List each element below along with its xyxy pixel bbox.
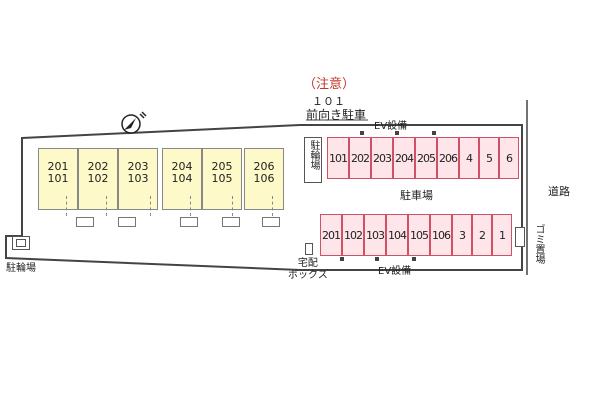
notice-title: （注意）: [303, 77, 356, 92]
parking-space-top: 203: [371, 137, 393, 179]
bicycle-parking-left-label: 駐輪場: [6, 263, 36, 274]
entrance-step: [180, 217, 198, 227]
bicycle-parking-center: 駐輪場: [304, 137, 322, 183]
ev-charger-marker: [412, 257, 416, 261]
entrance-step: [76, 217, 94, 227]
ev-label-top: EV設備: [374, 121, 408, 132]
parking-space-bottom: 1: [492, 214, 512, 256]
parking-space-top: 4: [459, 137, 479, 179]
entrance-path: [232, 196, 233, 216]
parking-space-bottom: 3: [452, 214, 472, 256]
parking-space-top: 6: [499, 137, 519, 179]
entrance-path: [66, 196, 67, 216]
entrance-path: [106, 196, 107, 216]
garbage-label: ゴミ置場: [533, 224, 544, 264]
road-label: 道路: [548, 185, 570, 198]
notice-unit: １０１: [312, 95, 345, 108]
parking-area-label: 駐車場: [400, 189, 433, 202]
parking-space-top: 202: [349, 137, 371, 179]
parking-space-bottom: 2: [472, 214, 492, 256]
delivery-box-label: 宅配 ボックス: [288, 258, 328, 281]
delivery-box: [305, 243, 313, 255]
compass-north-icon: [121, 111, 147, 134]
ev-charger-marker: [340, 257, 344, 261]
ev-charger-marker: [360, 131, 364, 135]
ev-charger-marker: [432, 131, 436, 135]
entrance-step: [118, 217, 136, 227]
parking-space-bottom: 102: [342, 214, 364, 256]
parking-space-bottom: 201: [320, 214, 342, 256]
parking-space-bottom: 103: [364, 214, 386, 256]
parking-space-top: 5: [479, 137, 499, 179]
garbage-box: [515, 227, 525, 247]
ev-label-bottom: EV設備: [378, 266, 412, 277]
notice-text: 前向き駐車: [306, 108, 367, 122]
parking-space-bottom: 106: [430, 214, 452, 256]
entrance-path: [272, 196, 273, 216]
entrance-path: [190, 196, 191, 216]
bicycle-parking-left: [12, 236, 30, 250]
ev-charger-marker: [395, 131, 399, 135]
entrance-path: [150, 196, 151, 216]
parking-space-top: 205: [415, 137, 437, 179]
parking-space-bottom: 104: [386, 214, 408, 256]
entrance-step: [262, 217, 280, 227]
parking-space-top: 206: [437, 137, 459, 179]
parking-space-bottom: 105: [408, 214, 430, 256]
entrance-step: [222, 217, 240, 227]
ev-charger-marker: [375, 257, 379, 261]
parking-space-top: 204: [393, 137, 415, 179]
parking-space-top: 101: [327, 137, 349, 179]
